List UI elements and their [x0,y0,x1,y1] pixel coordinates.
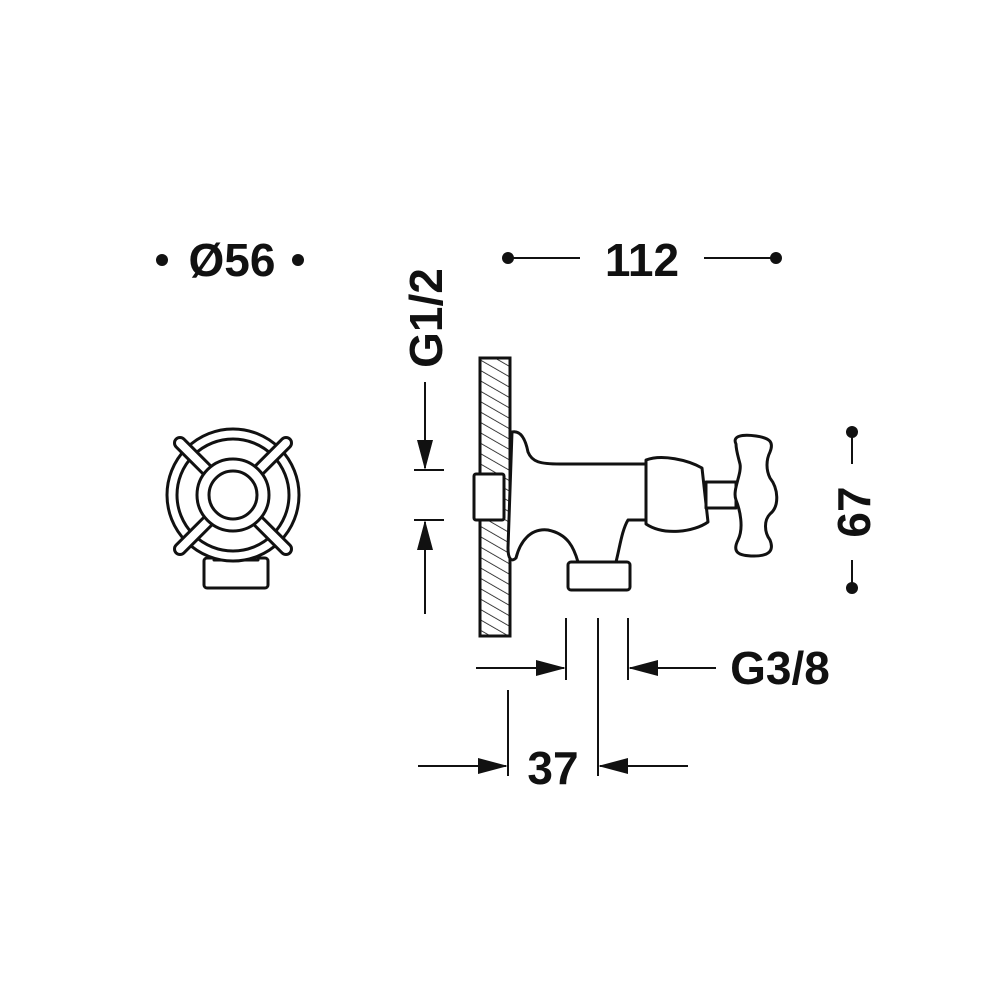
side-view: 112 G1/2 67 [400,234,880,794]
outlet-nut [566,560,632,592]
height-label: 67 [828,486,880,537]
valve-body [506,430,650,564]
handle-hub-inner [207,469,259,521]
front-outlet-nut [202,556,270,590]
valve-stem [704,480,738,510]
length-label: 112 [605,234,679,286]
diameter-label: Ø56 [189,234,276,286]
length-dot-right [770,252,782,264]
offset-label: 37 [527,742,578,794]
valve-bonnet [644,456,710,533]
diameter-dot-left [156,254,168,266]
outlet-thread-label: G3/8 [730,642,830,694]
height-dot-bottom [846,582,858,594]
side-handle [733,433,779,558]
inlet-thread-label: G1/2 [400,268,452,368]
front-view: Ø56 [156,234,304,590]
inlet-nipple [472,472,506,522]
diameter-dot-right [292,254,304,266]
